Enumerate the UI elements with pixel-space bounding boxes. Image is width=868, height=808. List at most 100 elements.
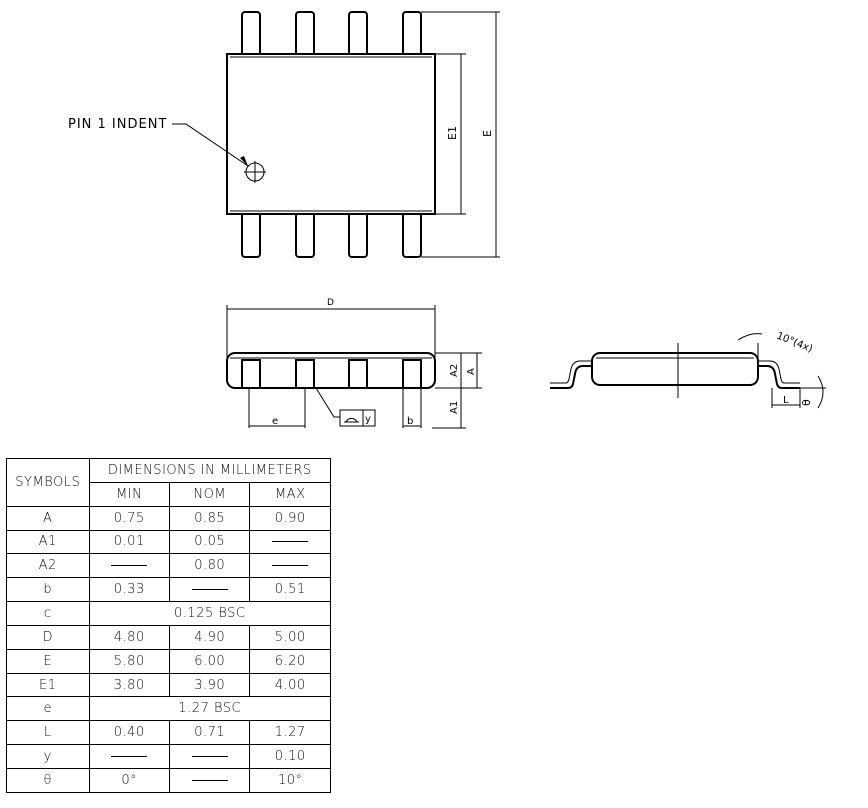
max-cell: 0.51 bbox=[249, 577, 331, 603]
angle-label: 10°(4x) bbox=[775, 331, 814, 355]
theta-arc bbox=[817, 375, 824, 409]
top-view: PIN 1 INDENT E1 E bbox=[68, 11, 500, 258]
package-body bbox=[226, 53, 436, 215]
dim-a2-label: A2 bbox=[449, 364, 460, 377]
max-cell: 4.00 bbox=[249, 672, 331, 698]
dash-mark bbox=[191, 756, 228, 758]
symbol-cell: E bbox=[6, 648, 90, 674]
symbol-cell: b bbox=[6, 577, 90, 603]
lead bbox=[241, 11, 261, 57]
dash-mark bbox=[272, 565, 309, 567]
end-lead-right bbox=[758, 365, 800, 389]
lead bbox=[348, 11, 368, 57]
max-cell: 0.90 bbox=[249, 505, 331, 531]
theta-label: θ bbox=[800, 399, 813, 406]
symbol-cell: E1 bbox=[6, 672, 90, 698]
min-cell: 5.80 bbox=[88, 648, 170, 674]
nom-cell: 6.00 bbox=[168, 648, 251, 674]
symbol-cell: A bbox=[6, 505, 90, 531]
lead bbox=[348, 212, 368, 258]
nom-cell: 4.90 bbox=[168, 624, 251, 650]
max-cell: 10° bbox=[249, 767, 331, 794]
dim-e1-label: E1 bbox=[446, 126, 459, 140]
min-cell: 0° bbox=[88, 767, 170, 794]
nom-cell bbox=[168, 577, 251, 603]
dash-mark bbox=[111, 565, 148, 567]
bsc-cell: 1.27 BSC bbox=[88, 696, 331, 722]
nom-cell: 3.90 bbox=[168, 672, 251, 698]
lead bbox=[241, 212, 261, 258]
max-cell: 0.10 bbox=[249, 744, 331, 769]
lead bbox=[402, 212, 422, 258]
coplanarity-label: y bbox=[365, 414, 371, 425]
symbol-cell: θ bbox=[6, 767, 90, 794]
lead bbox=[402, 11, 422, 57]
max-cell: 6.20 bbox=[249, 648, 331, 674]
dim-pitch-label: e bbox=[272, 416, 278, 427]
dash-mark bbox=[191, 589, 228, 591]
min-cell: 0.75 bbox=[88, 505, 170, 531]
max-cell: 1.27 bbox=[249, 720, 331, 746]
dim-d-label: D bbox=[327, 298, 334, 308]
min-cell: 0.40 bbox=[88, 720, 170, 746]
min-header: MIN bbox=[88, 481, 170, 507]
dimensions-table: SYMBOLS DIMENSIONS IN MILLIMETERS MIN NO… bbox=[6, 458, 331, 794]
dim-b-label: b bbox=[407, 416, 413, 427]
nom-cell: 0.05 bbox=[168, 529, 251, 555]
side-body bbox=[226, 352, 436, 389]
dash-mark bbox=[191, 779, 228, 781]
symbols-header: SYMBOLS bbox=[6, 458, 90, 507]
nom-cell: 0.71 bbox=[168, 720, 251, 746]
side-lead bbox=[295, 359, 315, 389]
coplanarity-icon bbox=[344, 417, 359, 423]
side-view: D A A2 A1 e b y bbox=[226, 298, 482, 429]
pin1-indent-icon bbox=[244, 161, 266, 183]
pin1-label: PIN 1 INDENT bbox=[68, 117, 167, 132]
angle-arc bbox=[737, 333, 763, 341]
side-lead bbox=[402, 359, 422, 389]
min-cell bbox=[88, 744, 170, 769]
top-leads bbox=[241, 11, 422, 57]
dim-e-label: E bbox=[481, 130, 494, 137]
nom-header: NOM bbox=[168, 481, 251, 507]
dim-a-label: A bbox=[466, 368, 477, 375]
end-view: 10°(4x) L θ bbox=[550, 331, 826, 409]
bsc-cell: 0.125 BSC bbox=[88, 601, 331, 626]
coplanarity-leader bbox=[315, 387, 340, 418]
nom-cell bbox=[168, 767, 251, 794]
min-cell: 0.01 bbox=[88, 529, 170, 555]
dash-mark bbox=[111, 756, 148, 758]
symbol-cell: c bbox=[6, 601, 90, 626]
max-header: MAX bbox=[249, 481, 331, 507]
symbol-cell: D bbox=[6, 624, 90, 650]
lead bbox=[295, 11, 315, 57]
side-lead bbox=[241, 359, 261, 389]
min-cell: 4.80 bbox=[88, 624, 170, 650]
symbol-cell: A1 bbox=[6, 529, 90, 555]
symbol-cell: L bbox=[6, 720, 90, 746]
lead bbox=[295, 212, 315, 258]
max-cell: 5.00 bbox=[249, 624, 331, 650]
dim-a1-label: A1 bbox=[449, 401, 460, 414]
max-cell bbox=[249, 529, 331, 555]
min-cell: 0.33 bbox=[88, 577, 170, 603]
nom-cell: 0.80 bbox=[168, 553, 251, 579]
nom-cell: 0.85 bbox=[168, 505, 251, 531]
nom-cell bbox=[168, 744, 251, 769]
end-body bbox=[591, 352, 759, 386]
max-cell bbox=[249, 553, 331, 579]
dim-l-label: L bbox=[783, 395, 789, 406]
min-cell bbox=[88, 553, 170, 579]
dash-mark bbox=[272, 541, 309, 543]
